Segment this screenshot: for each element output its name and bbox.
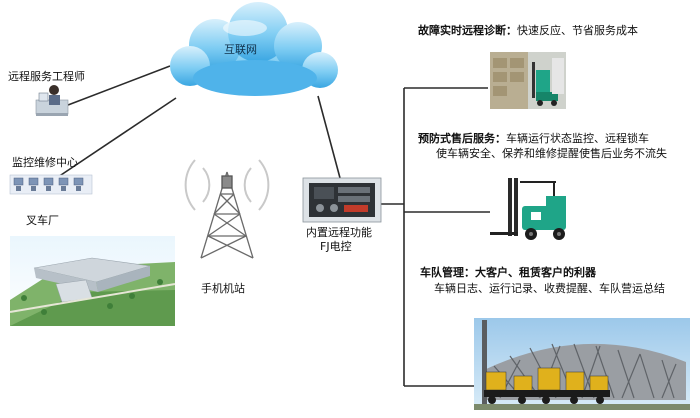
tower-label: 手机机站 (201, 282, 245, 295)
warehouse-photo (490, 52, 566, 109)
feature-preventive: 预防式售后服务：车辆运行状态监控、远程锁车 (418, 131, 649, 146)
feature-diagnosis: 故障实时远程诊断：快速反应、节省服务成本 (418, 23, 638, 38)
factory-label: 叉车厂 (26, 214, 59, 227)
controller-icon (302, 177, 382, 223)
factory-image (9, 236, 176, 326)
engineer-icon (35, 85, 69, 116)
controller-label-line1: 内置远程功能 (306, 226, 372, 239)
monitor-center-label: 监控维修中心 (12, 156, 78, 169)
feature-diagnosis-title: 故障实时远程诊断： (418, 24, 517, 37)
feature-fleet-line2: 车辆日志、运行记录、收费提醒、车队营运总结 (434, 282, 665, 295)
feature-fleet: 车队管理：大客户、租赁客户的利器 (420, 265, 596, 280)
cloud-label: 互联网 (224, 43, 257, 56)
cloud-icon (170, 2, 338, 96)
feature-preventive-title: 预防式售后服务： (418, 132, 506, 145)
stadium-photo (474, 318, 690, 410)
controller-cloud-link (317, 95, 341, 179)
forklift-photo (490, 178, 568, 240)
controller-label-line2: FJ电控 (320, 240, 352, 253)
tower-icon (184, 159, 270, 259)
monitor-center-icon (9, 174, 93, 195)
connector-lines (51, 65, 490, 387)
engineer-label: 远程服务工程师 (8, 70, 85, 83)
feature-preventive-line2: 使车辆安全、保养和维修提醒使售后业务不流失 (436, 147, 667, 160)
engineer-link (67, 65, 171, 106)
feature-fleet-title: 车队管理：大客户、租赁客户的利器 (420, 266, 596, 279)
feature-diagnosis-text: 快速反应、节省服务成本 (517, 24, 638, 37)
feature-preventive-text: 车辆运行状态监控、远程锁车 (506, 132, 649, 145)
monitor-link (51, 97, 177, 182)
